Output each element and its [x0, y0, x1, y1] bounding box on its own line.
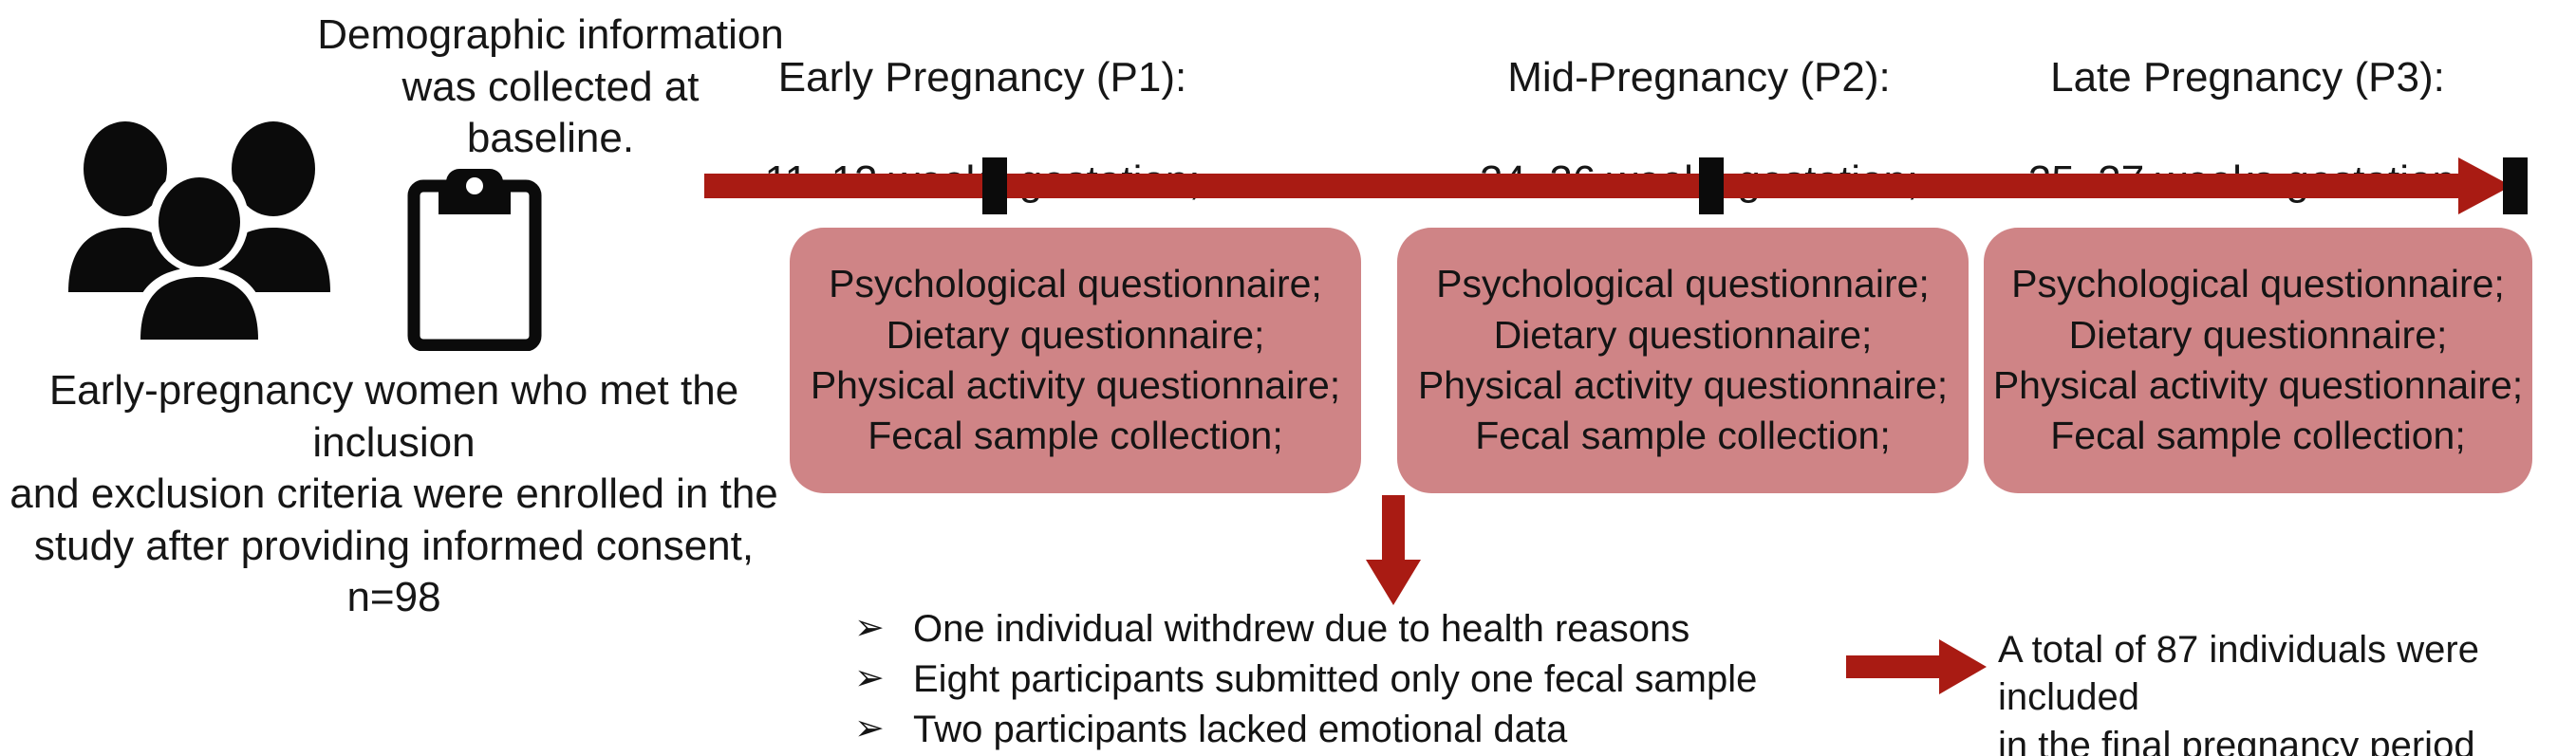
timeline-tick-p3: [2503, 157, 2528, 214]
bullet-arrow-icon: ➢: [854, 709, 885, 749]
visit-box-p3: Psychological questionnaire; Dietary que…: [1984, 228, 2532, 493]
timepoint-header-p1: Early Pregnancy (P1): 11–13 weeks gestat…: [650, 0, 1315, 259]
visit-procedures-p2: Psychological questionnaire; Dietary que…: [1417, 262, 1949, 458]
right-arrow-icon: [1846, 637, 1988, 696]
timeline-tick-p1: [982, 157, 1007, 214]
group-of-people-icon: [57, 114, 342, 341]
exclusion-item-label: Eight participants submitted only one fe…: [913, 658, 1758, 701]
demographic-note: Demographic information was collected at…: [317, 11, 784, 162]
timepoint-title-p1: Early Pregnancy (P1):: [777, 53, 1187, 101]
bullet-arrow-icon: ➢: [854, 658, 885, 699]
timepoint-header-p3: Late Pregnancy (P3): 35–37 weeks gestati…: [1915, 0, 2576, 259]
exclusion-list: ➢ One individual withdrew due to health …: [854, 607, 1813, 756]
exclusion-item-label: Two participants lacked emotional data: [913, 709, 1568, 751]
timeline-axis-bar: [704, 174, 2479, 198]
timeline-arrow-icon: [2458, 157, 2511, 214]
timepoint-title-p2: Mid-Pregnancy (P2):: [1507, 53, 1891, 101]
visit-procedures-p1: Psychological questionnaire; Dietary que…: [810, 262, 1341, 458]
visit-procedures-p3: Psychological questionnaire; Dietary que…: [1992, 262, 2524, 458]
list-item: ➢ Two participants lacked emotional data: [854, 708, 1813, 752]
enrollment-note: Early-pregnancy women who met the inclus…: [9, 367, 778, 621]
clipboard-icon: [399, 161, 551, 352]
timepoint-title-p3: Late Pregnancy (P3):: [2050, 53, 2445, 101]
list-item: ➢ One individual withdrew due to health …: [854, 607, 1813, 652]
final-result-text: A total of 87 individuals were included …: [1998, 629, 2479, 756]
timeline-tick-p2: [1699, 157, 1724, 214]
list-item: ➢ Eight participants submitted only one …: [854, 657, 1813, 702]
down-arrow-icon: [1364, 495, 1423, 607]
visit-box-p2: Psychological questionnaire; Dietary que…: [1397, 228, 1969, 493]
visit-box-p1: Psychological questionnaire; Dietary que…: [790, 228, 1361, 493]
bullet-arrow-icon: ➢: [854, 608, 885, 648]
exclusion-item-label: One individual withdrew due to health re…: [913, 608, 1690, 650]
